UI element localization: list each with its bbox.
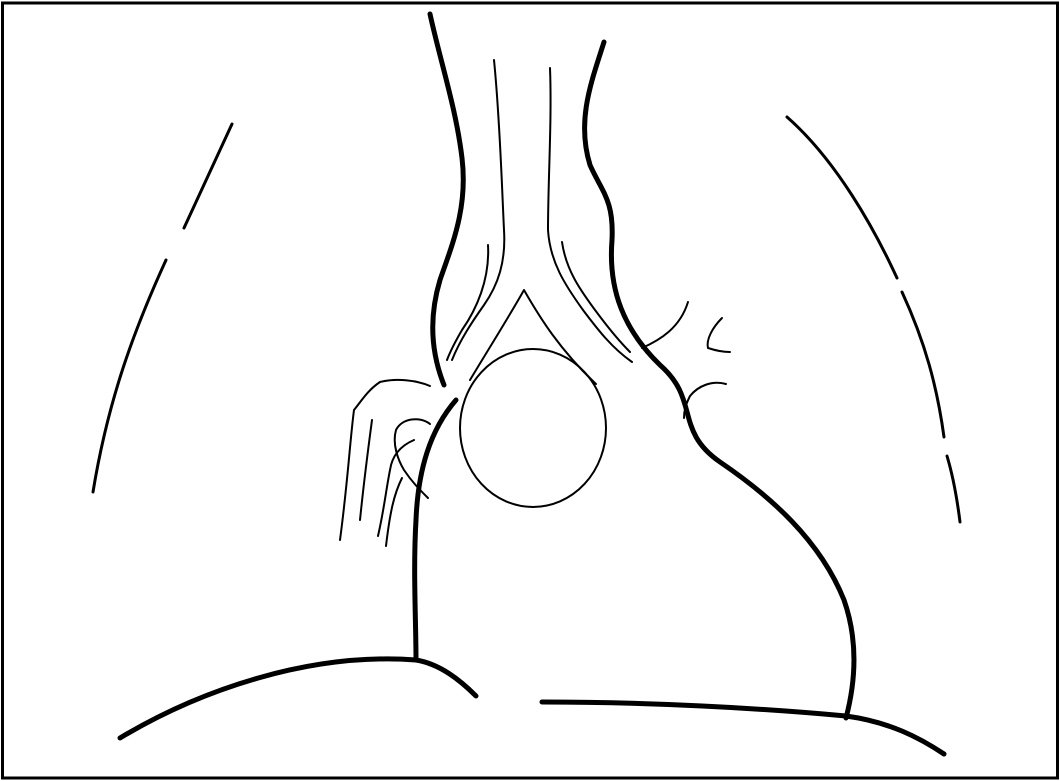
hilum-right-vessel	[642, 302, 688, 348]
diaphragm-right	[542, 702, 944, 754]
trachea-wall-right	[548, 68, 632, 362]
hilum-left-vessel	[378, 440, 414, 536]
right-heart-border	[415, 400, 456, 660]
right-lung-outline	[787, 117, 897, 278]
mediastinum-left-border	[430, 14, 463, 385]
left-lung-outline	[184, 124, 232, 228]
hilum-right-vessel	[684, 383, 726, 418]
carina	[470, 290, 596, 384]
hilum-left-vessel	[360, 420, 372, 520]
hilum-left-vessel	[386, 478, 402, 546]
left-lung-outline	[93, 260, 166, 492]
diaphragm-left	[120, 659, 476, 738]
diagram-border	[3, 3, 1058, 778]
right-lung-outline	[902, 292, 944, 437]
right-lung-outline	[947, 456, 960, 522]
hilum-right-vessel	[708, 318, 730, 352]
trachea-inner-left	[447, 245, 488, 360]
circular-opacity	[460, 349, 606, 507]
